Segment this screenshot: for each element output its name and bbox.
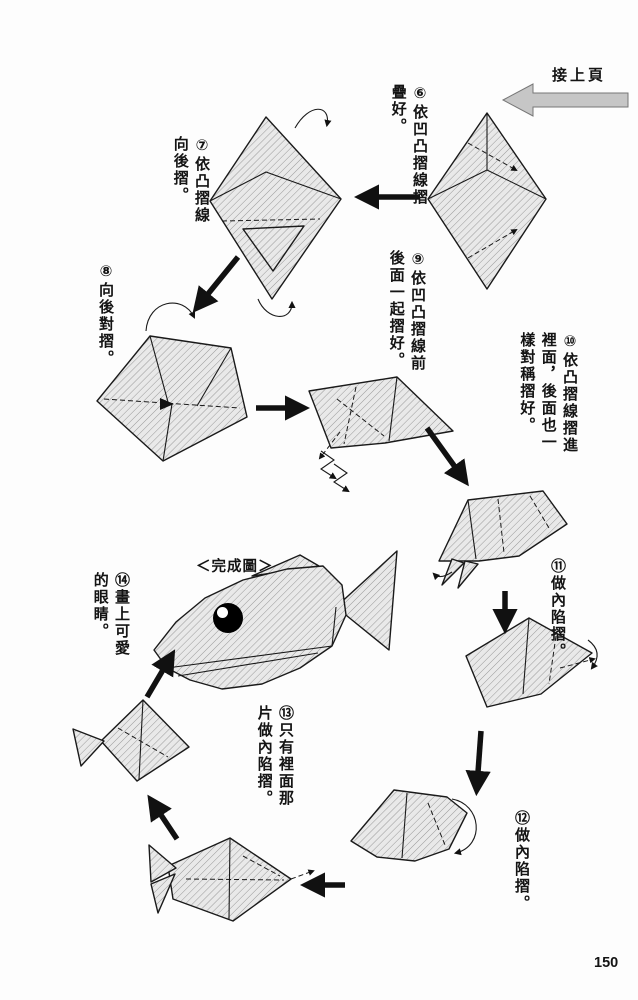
fish-eye-highlight	[217, 607, 228, 618]
step-7-outline	[209, 116, 342, 300]
arrow-step7-to-step8	[192, 255, 241, 313]
completed-fish-figure	[153, 550, 398, 690]
step-14-instruction: ⑭畫上可愛的眼睛。	[88, 572, 132, 667]
fold-arrow-icon	[467, 142, 518, 171]
completed-figure-label: ＜完成圖＞	[196, 559, 274, 575]
step-14-outline	[100, 699, 190, 782]
page-number: 150	[594, 955, 619, 971]
step-6-number: ⑥	[411, 84, 428, 104]
flip-arrow-icon	[257, 298, 296, 317]
flip-arrow-icon	[294, 108, 332, 129]
step-12-text: 做內陷摺。	[513, 827, 530, 912]
step-13-instruction: ⑬只有裡面那片做內陷摺。	[252, 705, 296, 820]
fold-arrow-icon	[432, 571, 453, 581]
step-6-outline	[427, 112, 547, 290]
fold-arrow-icon	[467, 229, 518, 259]
continued-from-arrow-icon	[501, 83, 629, 117]
step-12-outline	[350, 789, 468, 862]
step-10-instruction: ⑩依凸摺線摺進裡面，後面也一樣對稱摺好。	[514, 332, 580, 464]
step-8-origami-figure	[96, 302, 248, 462]
step-8-instruction: ⑧向後對摺。	[94, 262, 116, 382]
step-8-number: ⑧	[97, 262, 114, 282]
reverse-fold-arrow-icon	[587, 639, 598, 670]
step-10-origami-figure	[432, 490, 568, 589]
step-9-number: ⑨	[409, 250, 426, 270]
continued-from-label: 接上頁	[552, 67, 607, 84]
step-11-number: ⑪	[549, 558, 566, 575]
step-9-origami-figure	[308, 376, 454, 493]
step-14-text: 畫上可愛的眼睛。	[91, 572, 130, 657]
step-14-origami-figure	[72, 699, 190, 782]
fish-body	[153, 565, 347, 690]
step-12-number: ⑫	[513, 810, 530, 827]
arrow-step13-to-step14	[147, 794, 180, 841]
step-11-text: 做內陷摺。	[549, 575, 566, 660]
step-flow-arrows	[144, 184, 518, 898]
step-13-number: ⑬	[277, 705, 294, 722]
step-7-instruction: ⑦依凸摺線向後摺。	[168, 136, 212, 236]
fish-eye	[213, 603, 243, 633]
step-13-origami-figure	[148, 837, 315, 922]
step-7-number: ⑦	[193, 136, 210, 156]
step-6-instruction: ⑥依凹凸摺線摺疊好。	[386, 84, 430, 214]
step-9-instruction: ⑨依凹凸摺線前後面一起摺好。	[384, 250, 428, 380]
step-7-origami-figure	[209, 108, 342, 317]
step-10-text: 依凸摺線摺進裡面，後面也一樣對稱摺好。	[518, 332, 578, 454]
flip-arrow-icon	[145, 302, 196, 332]
step-11-instruction: ⑪做內陷摺。	[546, 558, 568, 678]
step-8-text: 向後對摺。	[97, 282, 114, 367]
step-12-instruction: ⑫做內陷摺。	[510, 810, 532, 930]
step-11-outline	[465, 617, 593, 708]
step-11-origami-figure	[465, 617, 598, 708]
pleat-zigzag-icon	[320, 450, 337, 480]
step-8-outline	[96, 335, 248, 462]
arrow-step14-to-completed	[144, 649, 176, 699]
fish-tail	[335, 550, 398, 651]
step-9-text: 依凹凸摺線前後面一起摺好。	[387, 250, 426, 372]
step-6-text: 依凹凸摺線摺疊好。	[389, 84, 428, 206]
arrow-step11-to-step12	[465, 730, 491, 797]
step-10-number: ⑩	[561, 332, 578, 352]
arrow-step9-to-step10	[424, 426, 469, 487]
step-9-outline	[308, 376, 454, 449]
reverse-fold-arrow-icon	[451, 798, 477, 856]
step-12-origami-figure	[350, 789, 477, 862]
step-6-origami-figure	[427, 112, 547, 290]
step-7-text: 依凸摺線向後摺。	[171, 136, 210, 224]
center-fold-arrow-icon	[160, 398, 174, 410]
step-14-number: ⑭	[113, 572, 130, 589]
step-13-text: 只有裡面那片做內陷摺。	[255, 705, 294, 807]
pleat-zigzag-icon	[333, 463, 350, 493]
